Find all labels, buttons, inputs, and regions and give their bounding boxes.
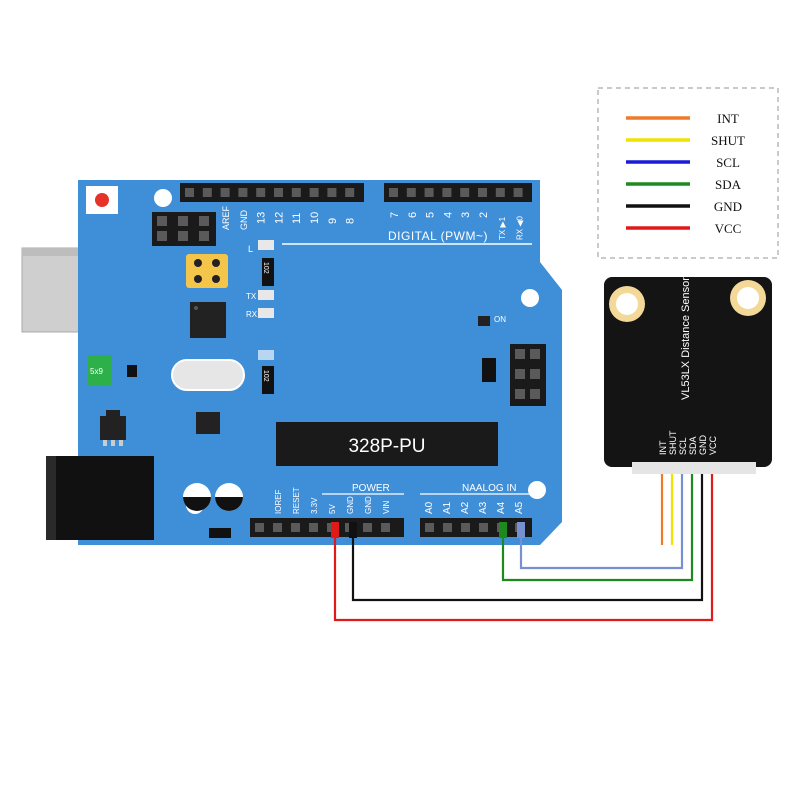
analog-pin-label-a1: A1 <box>442 501 453 514</box>
sensor-board <box>604 277 772 467</box>
sensor-pin-label-vcc: VCC <box>708 435 718 455</box>
mount-hole <box>528 481 546 499</box>
power-header <box>250 518 404 537</box>
wire-vcc <box>333 470 714 622</box>
sensor-pin-label-int: INT <box>658 440 668 455</box>
small-component <box>209 528 231 538</box>
power-pin-label-gnd: GND <box>364 496 373 514</box>
legend-label-int: INT <box>717 111 739 126</box>
analog-label: NAALOG IN <box>462 483 516 494</box>
power-pin-label-reset: RESET <box>292 487 301 514</box>
wires <box>333 470 714 622</box>
pin-label-3: 3 <box>460 212 472 218</box>
led-rx-label: RX <box>246 310 258 319</box>
pin-label-9: 9 <box>327 218 339 224</box>
legend-label-shut: SHUT <box>711 133 745 148</box>
digital-header <box>180 183 532 202</box>
crystal-oscillator <box>171 359 245 391</box>
led-tx-label: TX <box>246 292 257 301</box>
legend-label-scl: SCL <box>716 155 740 170</box>
led-l <box>258 240 274 250</box>
small-component <box>258 350 274 360</box>
power-pin-label-3-3v: 3.3V <box>310 497 319 514</box>
led-tx <box>258 290 274 300</box>
fuse <box>88 355 112 385</box>
pin-label-7: 7 <box>389 212 401 218</box>
wire-gnd <box>351 470 704 602</box>
pin-label-8: 8 <box>345 218 357 224</box>
digital-label: DIGITAL (PWM~) <box>388 229 488 243</box>
pin-label-6: 6 <box>407 212 419 218</box>
pin-label-gnd: GND <box>239 210 249 231</box>
capacitor <box>215 483 243 511</box>
pin-label-11: 11 <box>291 213 303 224</box>
resistor-network: 102 <box>262 258 274 286</box>
legend: INT SHUT SCL SDA GND VCC <box>597 87 779 259</box>
mount-hole <box>521 289 539 307</box>
power-pin-label-5v: 5V <box>328 504 337 514</box>
fuse-label: 5x9 <box>90 367 103 376</box>
analog-pin-label-a0: A0 <box>424 501 435 514</box>
analog-pin-label-a3: A3 <box>478 501 489 514</box>
pin-label-tx-1: TX ▶1 <box>498 216 507 240</box>
pin-label-2: 2 <box>478 212 490 218</box>
icsp-header-right <box>510 344 546 406</box>
analog-pin-label-a4: A4 <box>496 501 507 514</box>
voltage-regulator <box>100 410 126 446</box>
power-pin-label-vin: VIN <box>382 500 391 514</box>
usb-connector-edge <box>22 248 126 256</box>
sensor-pin-label-scl: SCL <box>678 437 688 455</box>
pin-label-10: 10 <box>309 212 321 224</box>
on-label: ON <box>494 315 506 324</box>
led-rx <box>258 308 274 318</box>
sensor-connector <box>632 462 756 474</box>
small-component <box>127 365 137 377</box>
sensor-mount-hole <box>730 280 766 316</box>
wire-pin-plugs <box>331 522 525 538</box>
sensor-pin-label-gnd: GND <box>698 435 708 456</box>
legend-label-sda: SDA <box>715 177 742 192</box>
dc-jack <box>46 456 154 540</box>
power-pin-label-gnd: GND <box>346 496 355 514</box>
sensor-title: VL53LX Distance Sensor <box>680 277 692 400</box>
power-label: POWER <box>352 483 390 494</box>
sensor-pin-label-shut: SHUT <box>668 430 678 455</box>
mount-hole <box>154 189 172 207</box>
wire-scl <box>519 470 684 570</box>
sensor-pin-label-sda: SDA <box>688 436 698 455</box>
pin-label-13: 13 <box>256 212 268 224</box>
reset-button <box>95 193 109 207</box>
analog-pin-label-a2: A2 <box>460 501 471 514</box>
analog-pin-label-a5: A5 <box>514 501 525 514</box>
legend-label-vcc: VCC <box>715 221 742 236</box>
pin-label-4: 4 <box>442 212 454 218</box>
svg-text:102: 102 <box>262 262 269 274</box>
wire-sda <box>501 470 694 582</box>
small-component <box>482 358 496 382</box>
chip-label: 328P-PU <box>348 436 425 457</box>
small-ic <box>196 412 220 434</box>
main-chip: 328P-PU <box>276 422 498 466</box>
pin-label-aref: AREF <box>221 205 231 230</box>
capacitor <box>183 483 211 511</box>
pin-label-5: 5 <box>425 212 437 218</box>
legend-frame <box>597 87 779 259</box>
power-pin-label-ioref: IOREF <box>274 489 283 514</box>
dc-jack-edge <box>46 456 56 540</box>
resistor-network: 102 <box>262 366 274 394</box>
pin-label-12: 12 <box>273 212 285 224</box>
pin-label-rx-0: RX ◀0 <box>516 216 525 240</box>
icsp-header-top <box>152 212 216 246</box>
analog-header <box>420 518 532 537</box>
sensor-mount-hole <box>609 286 645 322</box>
pin-pads <box>186 254 228 288</box>
svg-text:102: 102 <box>262 370 269 382</box>
led-l-label: L <box>248 244 253 254</box>
led-on <box>478 316 490 326</box>
legend-label-gnd: GND <box>714 199 742 214</box>
usb-chip <box>190 302 226 338</box>
